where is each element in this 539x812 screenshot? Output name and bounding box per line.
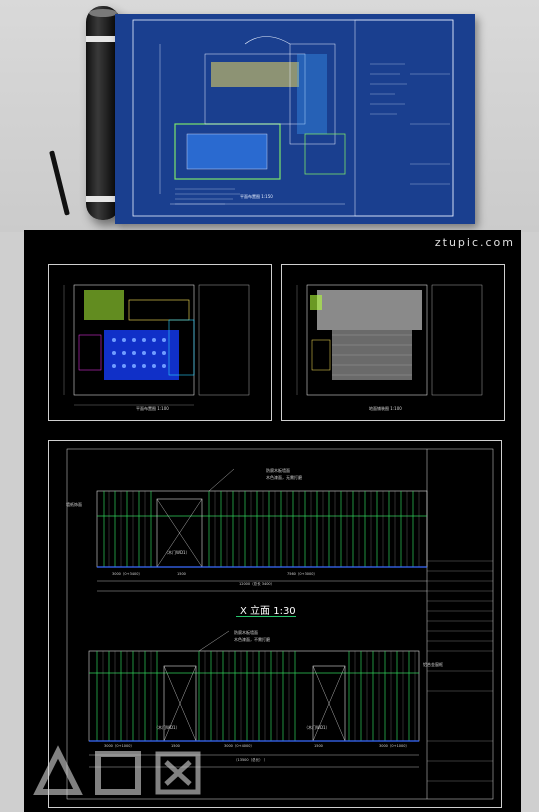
lower-dim: 1500 [314,744,323,748]
lower-dim: 3000（0+1000） [379,744,409,748]
brand-logo-watermark [28,742,228,802]
floor-plan-caption: 平面布置图 1:100 [136,406,169,411]
section-title: X 立面 1:30 [240,606,296,617]
lower-dim: 3000（0+1000） [104,744,134,748]
floor-pavement-plan-frame [281,264,505,421]
upper-note-1: 防腐木板墙面 [266,468,290,473]
tube-band [86,196,120,202]
lower-note-2: 木色漆面，不需打磨 [234,637,270,642]
floor-plan-frame [48,264,272,421]
tube-cap [89,9,117,17]
upper-side-label: 墙纸饰面 [66,502,82,507]
pavement-plan-caption: 地面铺装图 1:100 [369,406,402,411]
lower-door-right-label: （木门WD1） [304,725,330,730]
lower-note-1: 防腐木板墙面 [234,630,258,635]
upper-dim: 7560（0+3000） [287,572,317,576]
tube-band [86,36,120,42]
elevation-sheet-frame [48,440,502,808]
upper-dim: 1500 [177,572,186,576]
lower-total-dim: （13500（总长） ） [234,758,268,762]
lower-side-label: 铝合金窗框 [423,662,443,667]
lower-door-left-label: （木门WD1） [154,725,180,730]
site-watermark: ztupic.com [434,236,515,249]
upper-total-dim: 12000（总长 3400） [239,582,275,586]
section-title-underline [236,616,296,617]
cad-presentation-panel: ztupic.com 平面布置图 1:100 [24,230,521,812]
upper-dim: 3000（0+3400） [112,572,142,576]
upper-door-label: （木门WD1） [164,550,190,555]
upper-note-2: 木色漆面，无需打磨 [266,475,302,480]
lower-dim: 1500 [171,744,180,748]
rolled-blueprint-tube [86,6,120,220]
blueprint-sheet: 平面布置图 1:150 [115,14,475,224]
lower-dim: 3000（0+4000） [224,744,254,748]
blueprint-title: 平面布置图 1:150 [240,194,273,199]
